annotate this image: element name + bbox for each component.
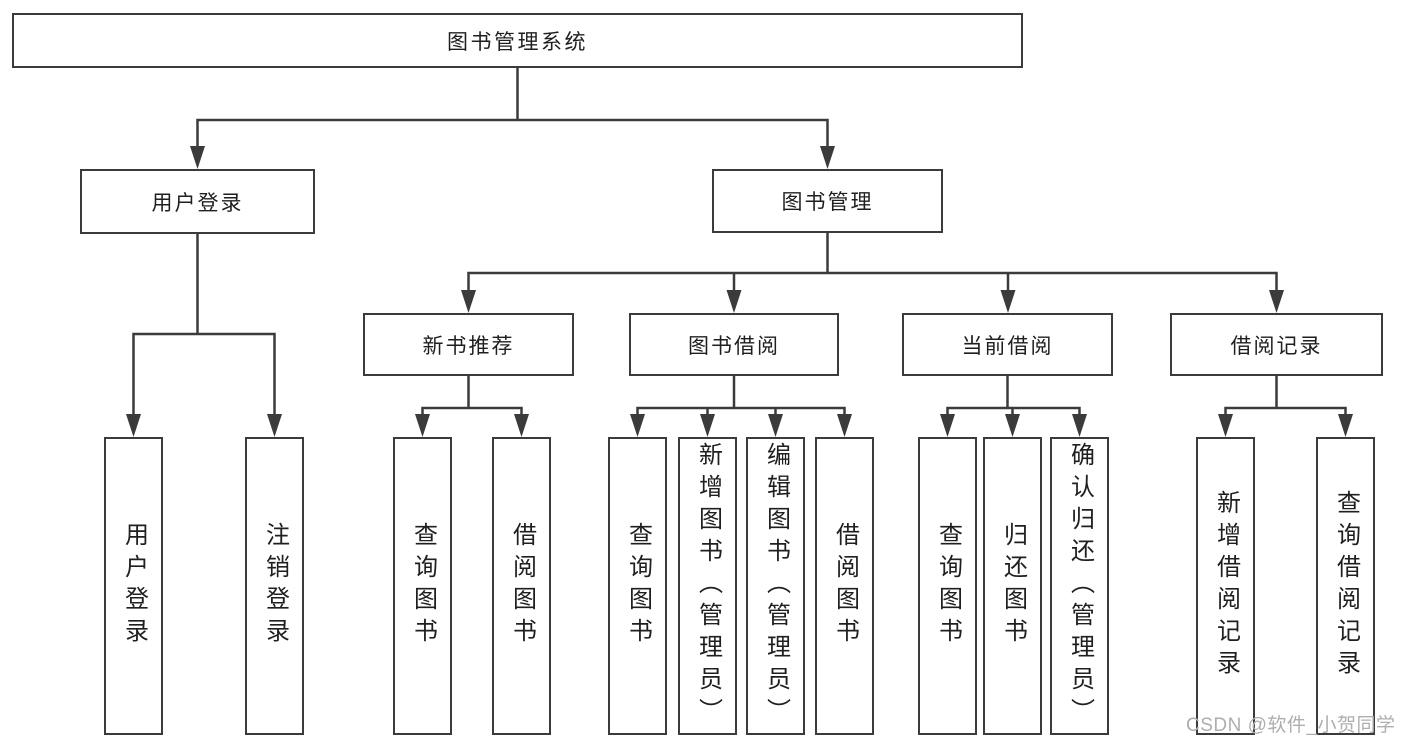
node-borrow-records: 借阅记录 xyxy=(1170,313,1383,376)
leaf-recommend-borrow-book: 借阅图书 xyxy=(492,437,551,735)
leaf-borrow-query-book: 查询图书 xyxy=(608,437,667,735)
leaf-query-borrow-record: 查询借阅记录 xyxy=(1316,437,1375,735)
node-book-borrow-label: 图书借阅 xyxy=(688,334,780,358)
leaf-add-borrow-record: 新增借阅记录 xyxy=(1196,437,1255,735)
csdn-watermark: CSDN @软件_小贺同学 xyxy=(1186,715,1396,736)
node-book-borrow: 图书借阅 xyxy=(629,313,839,376)
leaf-borrow-book: 借阅图书 xyxy=(815,437,874,735)
leaf-return-book-label: 归还图书 xyxy=(999,522,1027,650)
leaf-recommend-query-book-label: 查询图书 xyxy=(409,522,437,650)
node-new-book-recommend: 新书推荐 xyxy=(363,313,574,376)
leaf-current-query-book: 查询图书 xyxy=(918,437,977,735)
node-book-management: 图书管理 xyxy=(712,169,943,233)
leaf-edit-book-admin-label: 编辑图书（管理员） xyxy=(762,442,790,730)
leaf-recommend-borrow-book-label: 借阅图书 xyxy=(508,522,536,650)
node-current-borrow-label: 当前借阅 xyxy=(961,334,1054,358)
leaf-user-login-label: 用户登录 xyxy=(120,522,148,650)
leaf-add-book-admin-label: 新增图书（管理员） xyxy=(694,442,722,730)
node-root-system: 图书管理系统 xyxy=(12,13,1023,68)
leaf-borrow-book-label: 借阅图书 xyxy=(831,522,859,650)
leaf-confirm-return-admin-label: 确认归还（管理员） xyxy=(1066,442,1094,730)
leaf-logout-label: 注销登录 xyxy=(261,522,289,650)
leaf-return-book: 归还图书 xyxy=(983,437,1042,735)
leaf-confirm-return-admin: 确认归还（管理员） xyxy=(1050,437,1109,735)
node-root-system-label: 图书管理系统 xyxy=(447,30,588,54)
node-book-management-label: 图书管理 xyxy=(781,191,874,214)
node-user-login: 用户登录 xyxy=(80,169,315,234)
leaf-add-book-admin: 新增图书（管理员） xyxy=(678,437,737,735)
node-user-login-label: 用户登录 xyxy=(151,191,244,215)
leaf-add-borrow-record-label: 新增借阅记录 xyxy=(1212,490,1240,682)
leaf-borrow-query-book-label: 查询图书 xyxy=(624,522,652,650)
leaf-current-query-book-label: 查询图书 xyxy=(934,522,962,650)
leaf-logout: 注销登录 xyxy=(245,437,304,735)
leaf-user-login: 用户登录 xyxy=(104,437,163,735)
leaf-edit-book-admin: 编辑图书（管理员） xyxy=(746,437,805,735)
leaf-recommend-query-book: 查询图书 xyxy=(393,437,452,735)
node-borrow-records-label: 借阅记录 xyxy=(1230,334,1323,358)
leaf-query-borrow-record-label: 查询借阅记录 xyxy=(1332,490,1360,682)
node-new-book-recommend-label: 新书推荐 xyxy=(422,334,515,358)
node-current-borrow: 当前借阅 xyxy=(902,313,1113,376)
